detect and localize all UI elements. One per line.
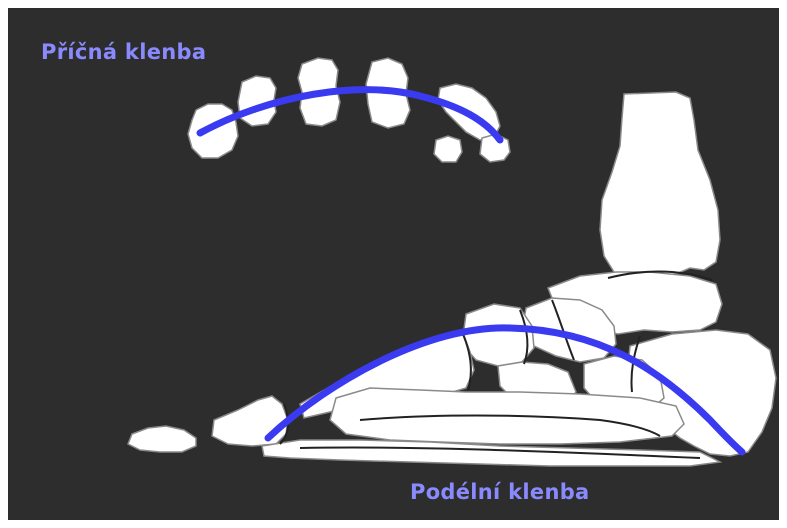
sesamoid-left — [434, 136, 462, 162]
proximal-phalanx — [212, 396, 288, 446]
tibia — [600, 92, 720, 282]
distal-phalanx — [128, 426, 196, 452]
cuneiform-medial — [462, 304, 534, 366]
transverse-arch-label: Příčná klenba — [41, 40, 206, 64]
metatarsal-1-section — [188, 104, 238, 158]
longitudinal-arch-label: Podélní klenba — [410, 480, 590, 504]
